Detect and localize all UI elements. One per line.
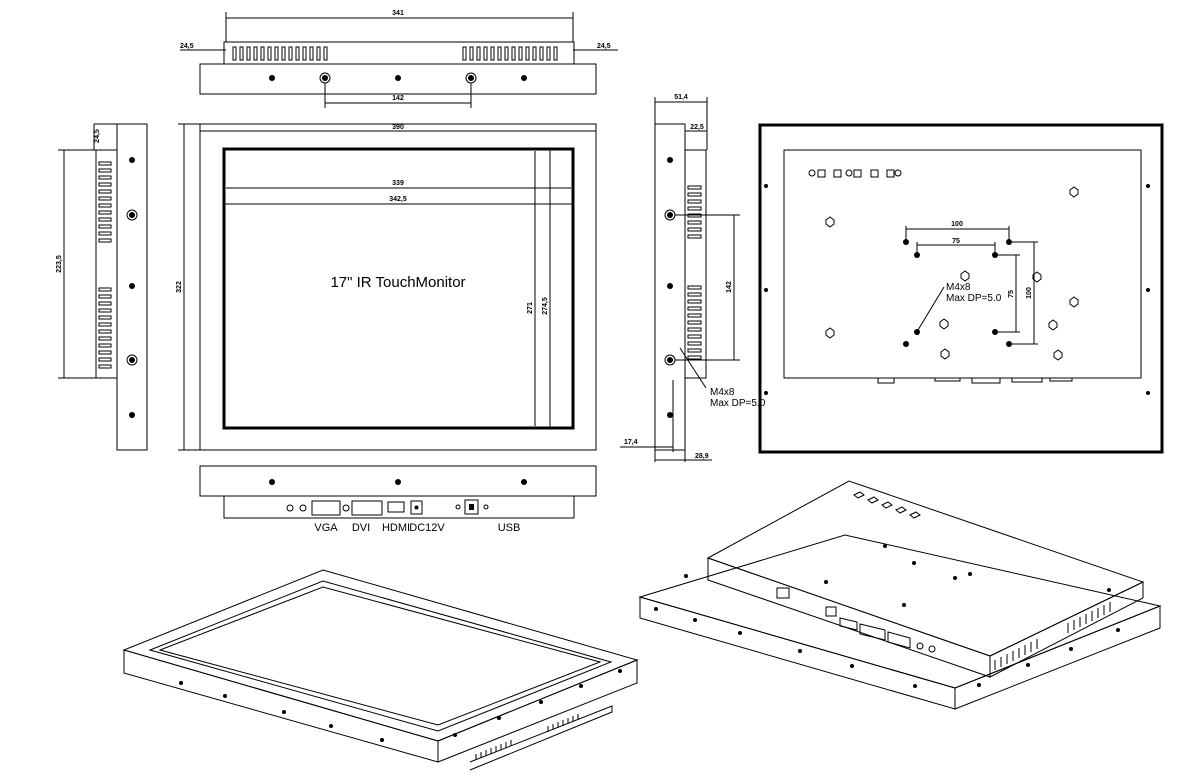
label-usb: USB	[498, 522, 521, 534]
label-hdmi: HDMI	[382, 522, 410, 534]
left-side-view: 24,5 223,5	[56, 123, 148, 451]
right-vents	[687, 185, 702, 360]
bottom-view: VGA DVI HDMI DC12V USB	[199, 465, 597, 534]
dvi-port	[351, 500, 383, 516]
dim-left-height: 223,5	[56, 255, 63, 273]
dim-side-hole-spacing: 142	[726, 281, 733, 293]
vesa-holes	[903, 239, 1012, 347]
dim-vesa-outer-vertical: 100	[1026, 287, 1033, 299]
dim-front-width: 390	[392, 124, 404, 131]
vga-port	[311, 500, 341, 516]
dim-side-bottom-left: 17,4	[624, 439, 638, 446]
left-vents	[98, 161, 112, 369]
dim-top-left-offset: 24,5	[180, 43, 194, 50]
label-vga: VGA	[314, 522, 338, 534]
back-standoffs	[825, 186, 1079, 361]
top-vents-right	[462, 46, 558, 61]
dim-top-hole-spacing: 142	[392, 95, 404, 102]
top-vents-left	[232, 46, 328, 61]
dim-bezel-height: 274,5	[542, 297, 549, 315]
dim-front-height: 322	[176, 281, 183, 293]
dim-left-top-offset: 24,5	[94, 129, 101, 143]
hdmi-port	[387, 501, 405, 513]
dim-vesa-inner: 75	[952, 238, 960, 245]
dim-vesa-outer: 100	[951, 221, 963, 228]
dim-side-depth: 51,4	[674, 94, 688, 101]
back-note-depth: Max DP=5.0	[946, 293, 1002, 304]
front-view: 322 390 339 342,5 271 274,5 17" IR Touch…	[176, 123, 597, 451]
connector-screw	[286, 504, 294, 512]
dim-active-height: 271	[527, 302, 534, 314]
label-dc: DC12V	[409, 522, 445, 534]
right-side-view: 51,4 22,5 142 M4x8 Max DP=5.0	[620, 94, 766, 462]
isometric-back-view	[638, 480, 1162, 710]
dim-vesa-inner-vertical: 75	[1008, 290, 1015, 298]
dim-active-width: 339	[392, 180, 404, 187]
iso-back-vents	[994, 602, 1111, 670]
iso-back-ports	[776, 587, 936, 653]
iso-back-buttons	[853, 491, 921, 519]
dim-top-width: 341	[392, 10, 404, 17]
model-title: 17" IR TouchMonitor	[330, 274, 465, 291]
side-note-depth: Max DP=5.0	[710, 398, 766, 409]
label-dvi: DVI	[352, 522, 370, 534]
dc-jack	[410, 500, 423, 515]
back-note-screw: M4x8	[946, 282, 971, 293]
dim-side-top: 22,5	[690, 124, 704, 131]
usb-port	[464, 499, 479, 515]
isometric-front-view	[122, 569, 639, 771]
dim-top-right-offset: 24,5	[597, 43, 611, 50]
iso-front-vents	[475, 714, 579, 760]
side-note-screw: M4x8	[710, 387, 735, 398]
screw-hole	[269, 75, 275, 81]
back-view: 100 75 75 100 M4x8 Max DP=5.0	[758, 123, 1164, 454]
back-buttons	[808, 169, 902, 178]
top-view: 341 24,5 24,5	[180, 10, 618, 108]
dim-bezel-width: 342,5	[389, 196, 407, 203]
dim-side-bottom-right: 28,9	[695, 453, 709, 460]
